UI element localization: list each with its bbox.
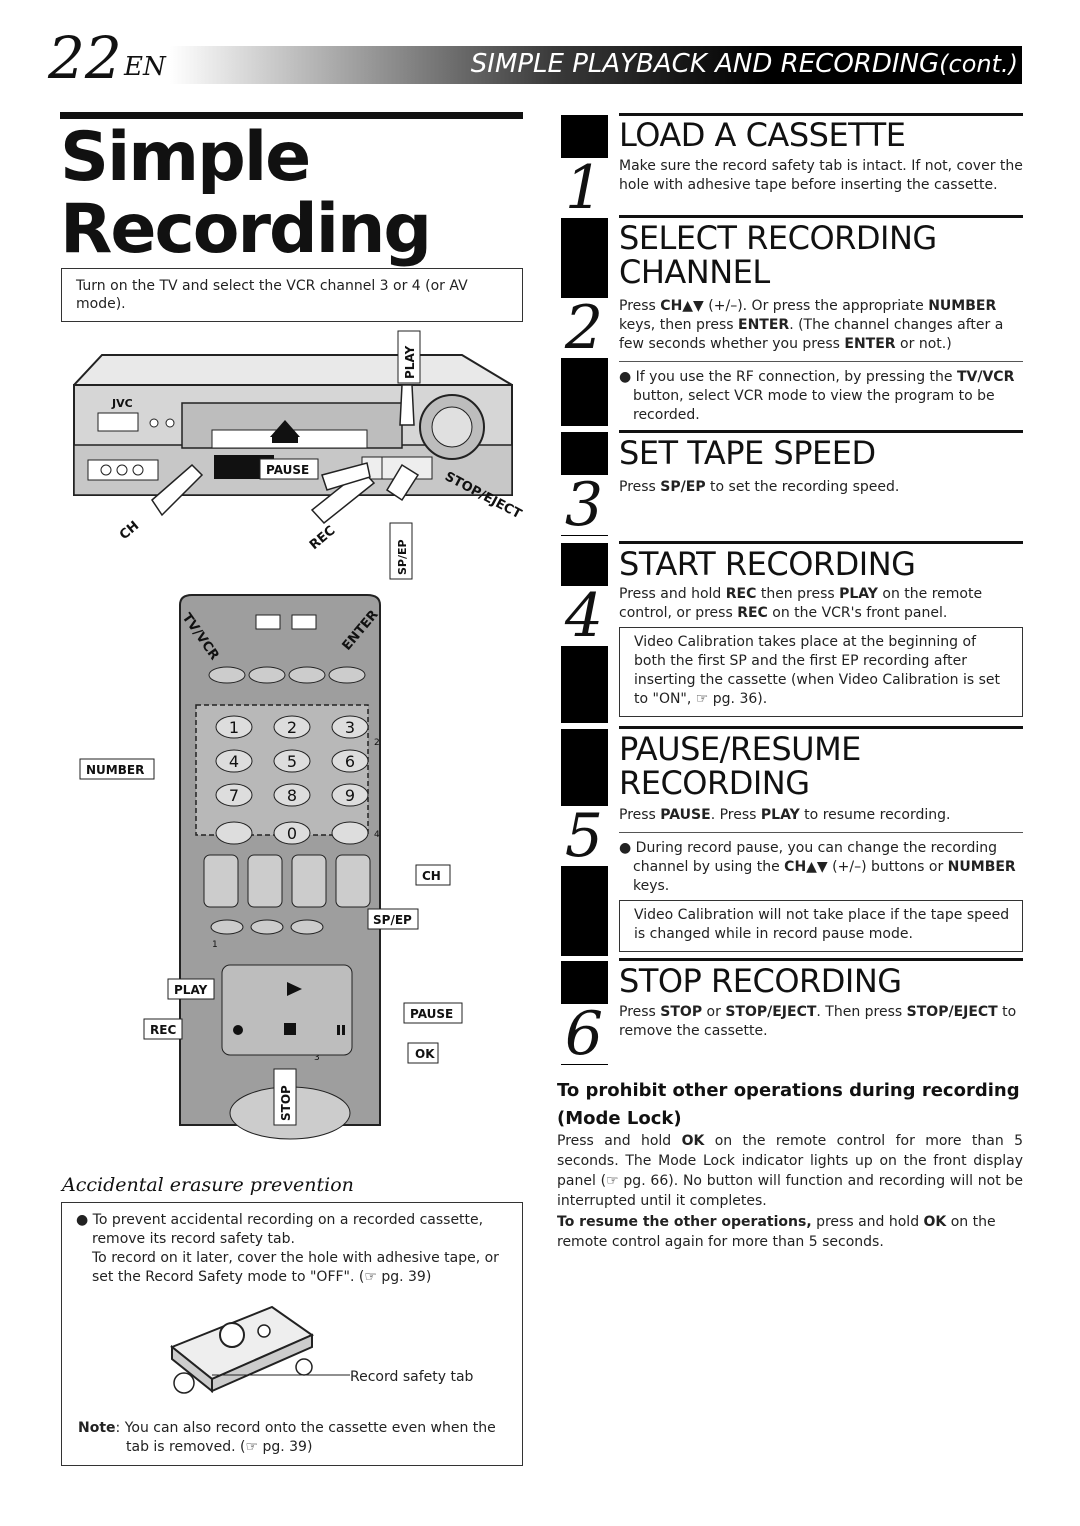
remote-key-0: 0 <box>287 824 297 843</box>
step-1-rule <box>619 113 1023 116</box>
remote-control: 1 2 3 4 5 6 7 8 9 0 2 4 1 3 <box>79 594 463 1140</box>
remote-key-5: 5 <box>287 752 297 771</box>
title-rule <box>60 112 523 119</box>
vcr-remote-illustration: JVC PLAY PAUSE STOP/EJECT CH REC SP/EP <box>73 330 524 1140</box>
step-6-number: 6 <box>558 1004 610 1064</box>
step-4-rule <box>619 541 1023 544</box>
remote-rec-label: REC <box>150 1023 176 1037</box>
step-6-rule <box>619 958 1023 961</box>
step-3-number: 3 <box>558 475 610 535</box>
section-banner <box>170 46 1022 84</box>
step-3-text: Press SP/EP to set the recording speed. <box>619 479 900 495</box>
step-4-text: Press and hold REC then press PLAY on th… <box>619 586 983 621</box>
remote-key-3: 3 <box>345 718 355 737</box>
step-5-subrule <box>619 832 1023 833</box>
note-text: : You can also record onto the cassette … <box>115 1420 496 1455</box>
section-title: SIMPLE PLAYBACK AND RECORDING <box>470 49 940 79</box>
step-5-number: 5 <box>558 806 610 866</box>
step-2-subrule <box>619 361 1023 362</box>
step-2-rule <box>619 215 1023 218</box>
vcr-sp-ep-label: SP/EP <box>396 539 409 575</box>
accidental-bullet: ● To prevent accidental recording on a r… <box>76 1212 484 1247</box>
remote-marker-1: 1 <box>212 940 218 950</box>
step-1-text: Make sure the record safety tab is intac… <box>619 158 1023 193</box>
vcr-ch-label: CH <box>117 518 142 543</box>
accidental-note: Note: You can also record onto the casse… <box>78 1419 514 1457</box>
step-6-heading: STOP RECORDING <box>619 962 902 1000</box>
accidental-erasure-box: ● To prevent accidental recording on a r… <box>61 1202 523 1466</box>
step-5-rule <box>619 726 1023 729</box>
mode-lock-text: Press and hold OK on the remote control … <box>557 1133 1023 1209</box>
remote-ok-label: OK <box>415 1047 435 1061</box>
step-5-note: Video Calibration will not take place if… <box>619 900 1023 952</box>
step-5-text: Press PAUSE. Press PLAY to resume record… <box>619 807 951 823</box>
remote-key-6: 6 <box>345 752 355 771</box>
step-1-number: 1 <box>558 158 610 218</box>
step-6-text: Press STOP or STOP/EJECT. Then press STO… <box>619 1004 1017 1039</box>
note-label: Note <box>78 1420 116 1436</box>
step-4-heading: START RECORDING <box>619 545 916 583</box>
section-title-wrap: SIMPLE PLAYBACK AND RECORDING(cont.) <box>471 49 1018 79</box>
mode-lock-resume: To resume the other operations, press an… <box>557 1214 996 1250</box>
remote-marker-3: 3 <box>314 1053 320 1063</box>
accidental-bullet-text: To prevent accidental recording on a rec… <box>92 1212 484 1247</box>
accidental-continuation: To record on it later, cover the hole wi… <box>92 1250 499 1285</box>
mode-lock-heading: To prohibit other operations during reco… <box>557 1080 1020 1129</box>
step-2-bullet: ● If you use the RF connection, by press… <box>619 369 1015 423</box>
remote-ch-label: CH <box>422 869 441 883</box>
remote-number-label: NUMBER <box>86 763 144 777</box>
vcr-brand: JVC <box>111 397 133 410</box>
step-3-heading: SET TAPE SPEED <box>619 434 876 472</box>
page-number: 22 <box>48 24 122 92</box>
remote-stop-label: STOP <box>279 1085 293 1121</box>
vcr-unit: JVC PLAY PAUSE STOP/EJECT CH REC SP/EP <box>73 330 524 580</box>
step-1-heading: LOAD A CASSETTE <box>619 116 906 154</box>
cassette-illustration <box>170 1305 350 1394</box>
remote-sp-ep-label: SP/EP <box>373 913 412 927</box>
intro-box: Turn on the TV and select the VCR channe… <box>61 268 523 322</box>
page-title-line1: Simple <box>60 118 311 197</box>
section-title-cont: (cont.) <box>939 50 1018 78</box>
step-4-number: 4 <box>558 586 610 646</box>
step-5-heading-line2: RECORDING <box>619 764 810 802</box>
step-5-bullet: ● During record pause, you can change th… <box>619 840 1016 894</box>
remote-key-4: 4 <box>229 752 239 771</box>
step-5-heading-line1: PAUSE/RESUME <box>619 730 861 768</box>
step-2-number: 2 <box>558 298 610 358</box>
language-label: EN <box>124 52 166 82</box>
remote-pause-label: PAUSE <box>410 1007 453 1021</box>
page-title-line2: Recording <box>60 190 432 269</box>
step-2-heading: SELECT RECORDING CHANNEL <box>619 221 1023 289</box>
vcr-play-label: PLAY <box>403 345 417 379</box>
remote-key-8: 8 <box>287 786 297 805</box>
remote-key-1: 1 <box>229 718 239 737</box>
vcr-pause-label: PAUSE <box>266 463 309 477</box>
accidental-erasure-title: Accidental erasure prevention <box>62 1174 354 1196</box>
record-safety-tab-label: Record safety tab <box>350 1369 474 1385</box>
step-2-heading-line1: SELECT RECORDING <box>619 219 937 257</box>
remote-play-label: PLAY <box>174 983 208 997</box>
step-2-text: Press CH▲▼ (+/–). Or press the appropria… <box>619 298 1004 352</box>
remote-key-9: 9 <box>345 786 355 805</box>
remote-key-2: 2 <box>287 718 297 737</box>
step-4-note: Video Calibration takes place at the beg… <box>619 627 1023 717</box>
step-3-rule <box>619 430 1023 433</box>
remote-key-7: 7 <box>229 786 239 805</box>
remote-marker-2: 2 <box>374 738 380 748</box>
page-title: Simple Recording <box>60 122 530 266</box>
remote-marker-4: 4 <box>374 830 380 840</box>
step-2-heading-line2: CHANNEL <box>619 253 770 291</box>
vcr-rec-label: REC <box>307 523 338 553</box>
step-5-heading: PAUSE/RESUME RECORDING <box>619 732 1023 800</box>
